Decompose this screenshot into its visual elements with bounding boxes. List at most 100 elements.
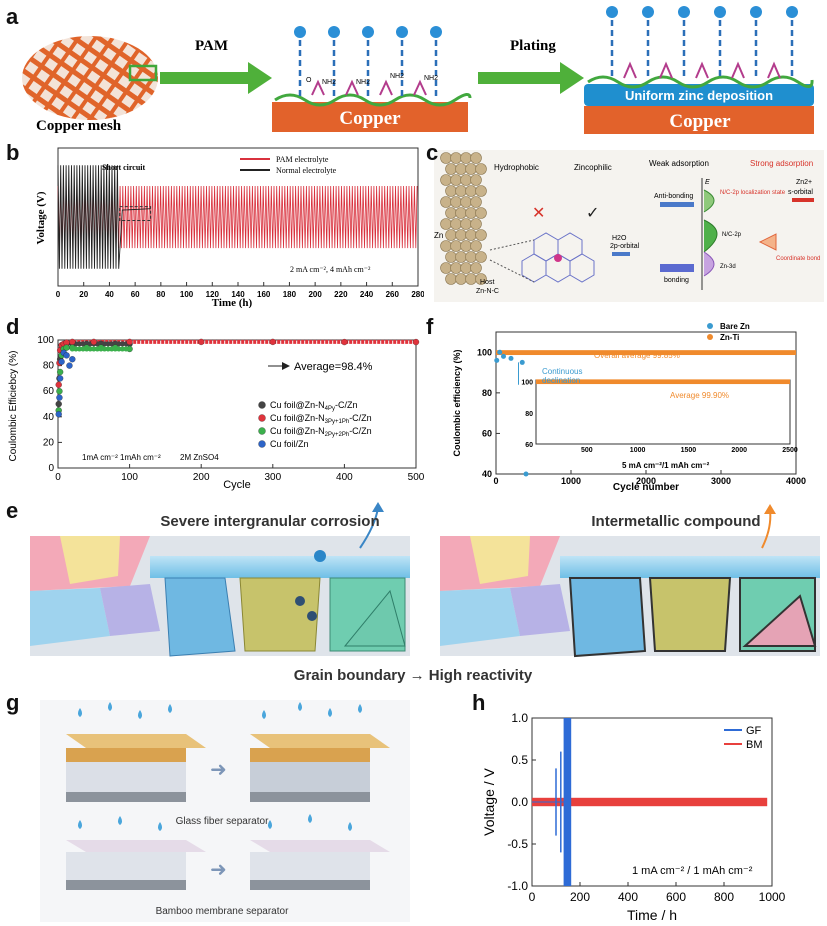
d-legend-entry: Cu foil@Zn-N4Py-C/Zn (270, 400, 358, 412)
d-cond2: 2M ZnSO4 (180, 453, 219, 462)
d-point-s3 (58, 358, 65, 365)
svg-text:Zn-3d: Zn-3d (720, 264, 736, 270)
zn-atom (470, 196, 482, 208)
f-xtick-label: 2000 (636, 476, 656, 486)
plating-step-label: Plating (510, 38, 556, 54)
zn-atom (470, 240, 482, 252)
f-legend-bare: Bare Zn (720, 322, 750, 331)
zn-atom (445, 273, 457, 285)
droplet (298, 702, 302, 711)
arrow-right-icon-2: ➜ (210, 859, 227, 881)
zn-atom (455, 185, 467, 197)
b-xtick-label: 160 (257, 290, 271, 299)
zn-atom (440, 196, 452, 208)
d-point-s0 (76, 341, 83, 347)
f-ytick-label: 40 (482, 469, 492, 479)
droplet (118, 816, 122, 825)
svg-text:N/C-2p localization state: N/C-2p localization state (720, 190, 786, 196)
h-ylabel: Voltage / V (481, 767, 497, 835)
svg-text:N/C-2p: N/C-2p (722, 232, 742, 238)
droplet (328, 708, 332, 717)
f-ytick-label: 60 (482, 428, 492, 438)
d-point-s2 (69, 346, 75, 352)
f-legend-zn-ti: Zn-Ti (720, 333, 739, 342)
d-point-s2 (98, 346, 104, 352)
copper-label-2: Copper (669, 111, 731, 132)
droplet (262, 710, 266, 719)
c-antibonding: Anti-bonding (654, 193, 693, 200)
droplet (268, 820, 272, 829)
d-point-s0 (101, 341, 108, 347)
f-ytick-label: 80 (482, 388, 492, 398)
d-xtick-label: 100 (121, 472, 138, 483)
d-average: Average=98.4% (294, 361, 373, 373)
zn-atom (455, 273, 467, 285)
d-point-s1 (69, 338, 76, 346)
panel-e: e Severe intergranular corrosion (0, 496, 827, 688)
b-xtick-label: 280 (411, 290, 424, 299)
b-xtick-label: 20 (79, 290, 88, 299)
f-inset-xtick-label: 1500 (681, 447, 697, 454)
d-point-s2 (91, 346, 97, 352)
uniform-zinc-label: Uniform zinc deposition (625, 88, 773, 103)
b-xtick-label: 220 (334, 290, 348, 299)
panel-a-graphic: Copper mesh PAM Copper O NH2 NH2 NH2 NH2… (22, 6, 814, 134)
zn-atom (450, 152, 462, 164)
f-series-zn-ti (496, 350, 796, 356)
d-point-s2 (123, 346, 129, 352)
f-ylabel: Coulombic efficiency (%) (452, 349, 462, 456)
zn-atom (455, 163, 467, 175)
svg-text:Coordinate bond: Coordinate bond (776, 256, 820, 262)
c-weak-adsorption: Weak adsorption (649, 159, 709, 168)
d-point-s2 (109, 346, 115, 352)
droplet (358, 704, 362, 713)
f-inset-xtick-label: 1000 (630, 447, 646, 454)
d-point-s2 (116, 346, 122, 352)
f-inset-xtick-label: 2500 (782, 447, 798, 454)
e-right-title: Intermetallic compound (591, 513, 760, 530)
svg-text:NH2: NH2 (424, 75, 438, 82)
bamboo-after (250, 840, 390, 890)
zn-atom (475, 273, 487, 285)
d-point-s0 (80, 341, 86, 347)
droplet (308, 814, 312, 823)
cross-icon: ✕ (532, 205, 545, 222)
zn-atom (470, 262, 482, 274)
f-point-bare-zn (523, 471, 529, 477)
f-inset-ytick-label: 60 (525, 442, 533, 449)
b-ylabel: Voltage (V) (35, 191, 47, 244)
panel-g: g ➜ Glass fiber separator ➜ (0, 690, 424, 926)
zn-atom (470, 174, 482, 186)
b-legend-pam: PAM electrolyte (276, 155, 329, 164)
d-point-s0 (55, 400, 62, 408)
h-series-bm (532, 797, 768, 807)
zn-atom (445, 207, 457, 219)
zn-atom (445, 163, 457, 175)
d-legend-entry: Cu foil/Zn (270, 439, 309, 449)
zn-atom (460, 218, 472, 230)
zn-atom (475, 229, 487, 241)
zn-atom (445, 251, 457, 263)
d-legend-marker (258, 440, 266, 448)
d-point-s1 (90, 338, 97, 346)
e-bottom-label: Grain boundary → High reactivity (294, 667, 533, 684)
d-point-s3 (63, 352, 70, 359)
h-xtick-label: 0 (529, 890, 536, 904)
f-condition: 5 mA cm⁻²/1 mAh cm⁻² (622, 461, 710, 470)
zn-atom (475, 185, 487, 197)
h-xtick-label: 200 (570, 890, 590, 904)
polymer-chains-2 (610, 20, 794, 80)
zn-atom (445, 229, 457, 241)
zn-atom (455, 251, 467, 263)
zn-atom (465, 207, 477, 219)
pam-step-label: PAM (195, 38, 228, 54)
h-xtick-label: 600 (666, 890, 686, 904)
copper-mesh-label: Copper mesh (36, 118, 122, 134)
d-ytick-label: 80 (43, 361, 55, 372)
zn-atom (465, 251, 477, 263)
b-xtick-label: 260 (386, 290, 400, 299)
d-xtick-label: 500 (408, 472, 424, 483)
zn-atom (455, 207, 467, 219)
